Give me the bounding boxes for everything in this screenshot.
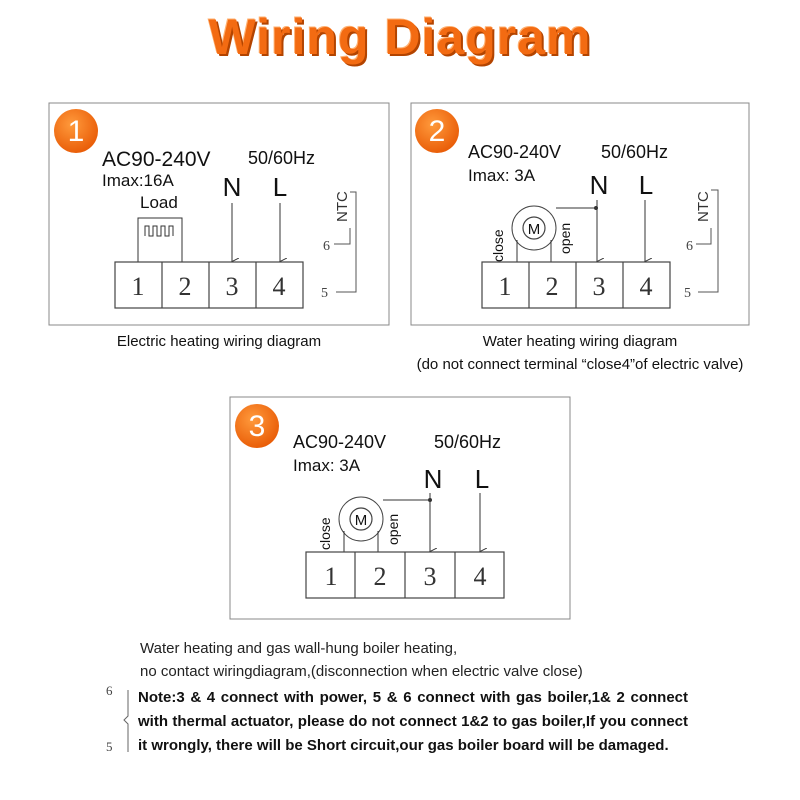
note-terminal-bracket: 6 5 (106, 683, 129, 754)
diagram-2-terminal: 1 (499, 272, 512, 301)
diagram-1-load-label: Load (140, 193, 178, 212)
note-warning: Note:3 & 4 connect with power, 5 & 6 con… (138, 689, 688, 754)
diagram-3-valve-outer (338, 496, 384, 542)
diagram-2-frequency: 50/60Hz (601, 142, 668, 162)
diagram-1-terminal: 1 (132, 272, 145, 301)
diagram-1-ntc-wire-5 (336, 191, 357, 293)
diagram-3-terminal: 4 (474, 562, 487, 591)
note-line-1: Water heating and gas wall-hung boiler h… (140, 640, 458, 657)
diagram-3-open-label: open (385, 514, 401, 545)
diagram-1-load-wire (137, 217, 183, 262)
diagram-3-motor-label: M (355, 512, 368, 529)
diagram-3-close-label: close (317, 517, 333, 550)
diagram-1-heater-coil (144, 225, 174, 237)
diagram-1-ntc-wire-6 (334, 228, 351, 245)
diagram-2-terminal-5: 5 (684, 286, 691, 301)
page-title: Wiring Diagram (208, 9, 592, 65)
diagram-2-badge (415, 109, 459, 153)
diagram-2-terminal: 3 (593, 272, 606, 301)
diagram-2-water-heating: 2 AC90-240V 50/60Hz Imax: 3A N L M close… (410, 102, 750, 326)
diagram-2-caption-note: (do not connect terminal “close4”of elec… (416, 356, 744, 373)
diagram-3-frequency: 50/60Hz (434, 432, 501, 452)
diagram-2-motor-label: M (528, 221, 541, 238)
diagram-1-voltage: AC90-240V (102, 148, 211, 171)
diagram-2-imax: Imax: 3A (468, 166, 536, 185)
diagram-1-badge (54, 109, 98, 153)
diagram-2-caption: Water heating wiring diagram (482, 333, 678, 350)
diagram-1-badge-number: 1 (68, 115, 85, 148)
diagram-3-gas-boiler: 3 AC90-240V 50/60Hz Imax: 3A N L M close… (229, 396, 571, 620)
diagram-2-close-label: close (490, 229, 506, 262)
diagram-2-terminal: 4 (640, 272, 653, 301)
diagram-3-motor-icon (349, 507, 373, 531)
diagram-1-caption: Electric heating wiring diagram (116, 333, 322, 350)
diagram-2-terminal: 2 (546, 272, 559, 301)
diagram-1-terminal: 4 (273, 272, 286, 301)
diagram-2-ntc-wire-6 (696, 228, 712, 245)
diagram-1-terminal-block: 1 2 3 4 (114, 261, 304, 309)
note-terminal-6: 6 (106, 683, 113, 698)
diagram-1-electric-heating: 1 AC90-240V 50/60Hz Imax:16A Load N L 1 … (48, 102, 390, 326)
diagram-2-ntc-label: NTC (695, 191, 712, 222)
diagram-2-motor-icon (522, 216, 546, 240)
diagram-3-terminal-block: 1 2 3 4 (305, 551, 505, 599)
diagram-3-neutral-label: N (424, 464, 443, 494)
diagram-1-imax: Imax:16A (102, 171, 174, 190)
diagram-1-terminal: 3 (226, 272, 239, 301)
diagram-1-live-label: L (273, 172, 287, 202)
diagram-3-terminal: 2 (374, 562, 387, 591)
note-line-2: no contact wiringdiagram,(disconnection … (140, 663, 583, 680)
diagram-3-live-label: L (475, 464, 489, 494)
diagram-2-terminal-6: 6 (686, 239, 693, 254)
diagram-1-terminal: 2 (179, 272, 192, 301)
diagram-1-frequency: 50/60Hz (248, 148, 315, 168)
diagram-3-imax: Imax: 3A (293, 456, 361, 475)
diagram-2-live-label: L (639, 170, 653, 200)
diagram-2-open-label: open (557, 223, 573, 254)
diagram-1-neutral-label: N (223, 172, 242, 202)
diagram-2-valve-outer (511, 205, 557, 251)
diagram-1-ntc-label: NTC (334, 191, 351, 222)
diagram-2-badge-number: 2 (429, 115, 446, 148)
diagram-3-badge (235, 404, 279, 448)
diagram-1-terminal-5: 5 (321, 286, 328, 301)
note-terminal-5: 5 (106, 739, 113, 754)
diagram-2-ntc-wire-5 (698, 189, 719, 293)
diagram-3-voltage: AC90-240V (293, 432, 386, 452)
diagram-3-terminal: 1 (325, 562, 338, 591)
diagram-3-terminal: 3 (424, 562, 437, 591)
diagram-2-terminal-block: 1 2 3 4 (481, 261, 671, 309)
diagram-2-neutral-label: N (590, 170, 609, 200)
diagram-3-badge-number: 3 (249, 410, 266, 443)
diagram-1-terminal-6: 6 (323, 239, 330, 254)
diagram-2-voltage: AC90-240V (468, 142, 561, 162)
